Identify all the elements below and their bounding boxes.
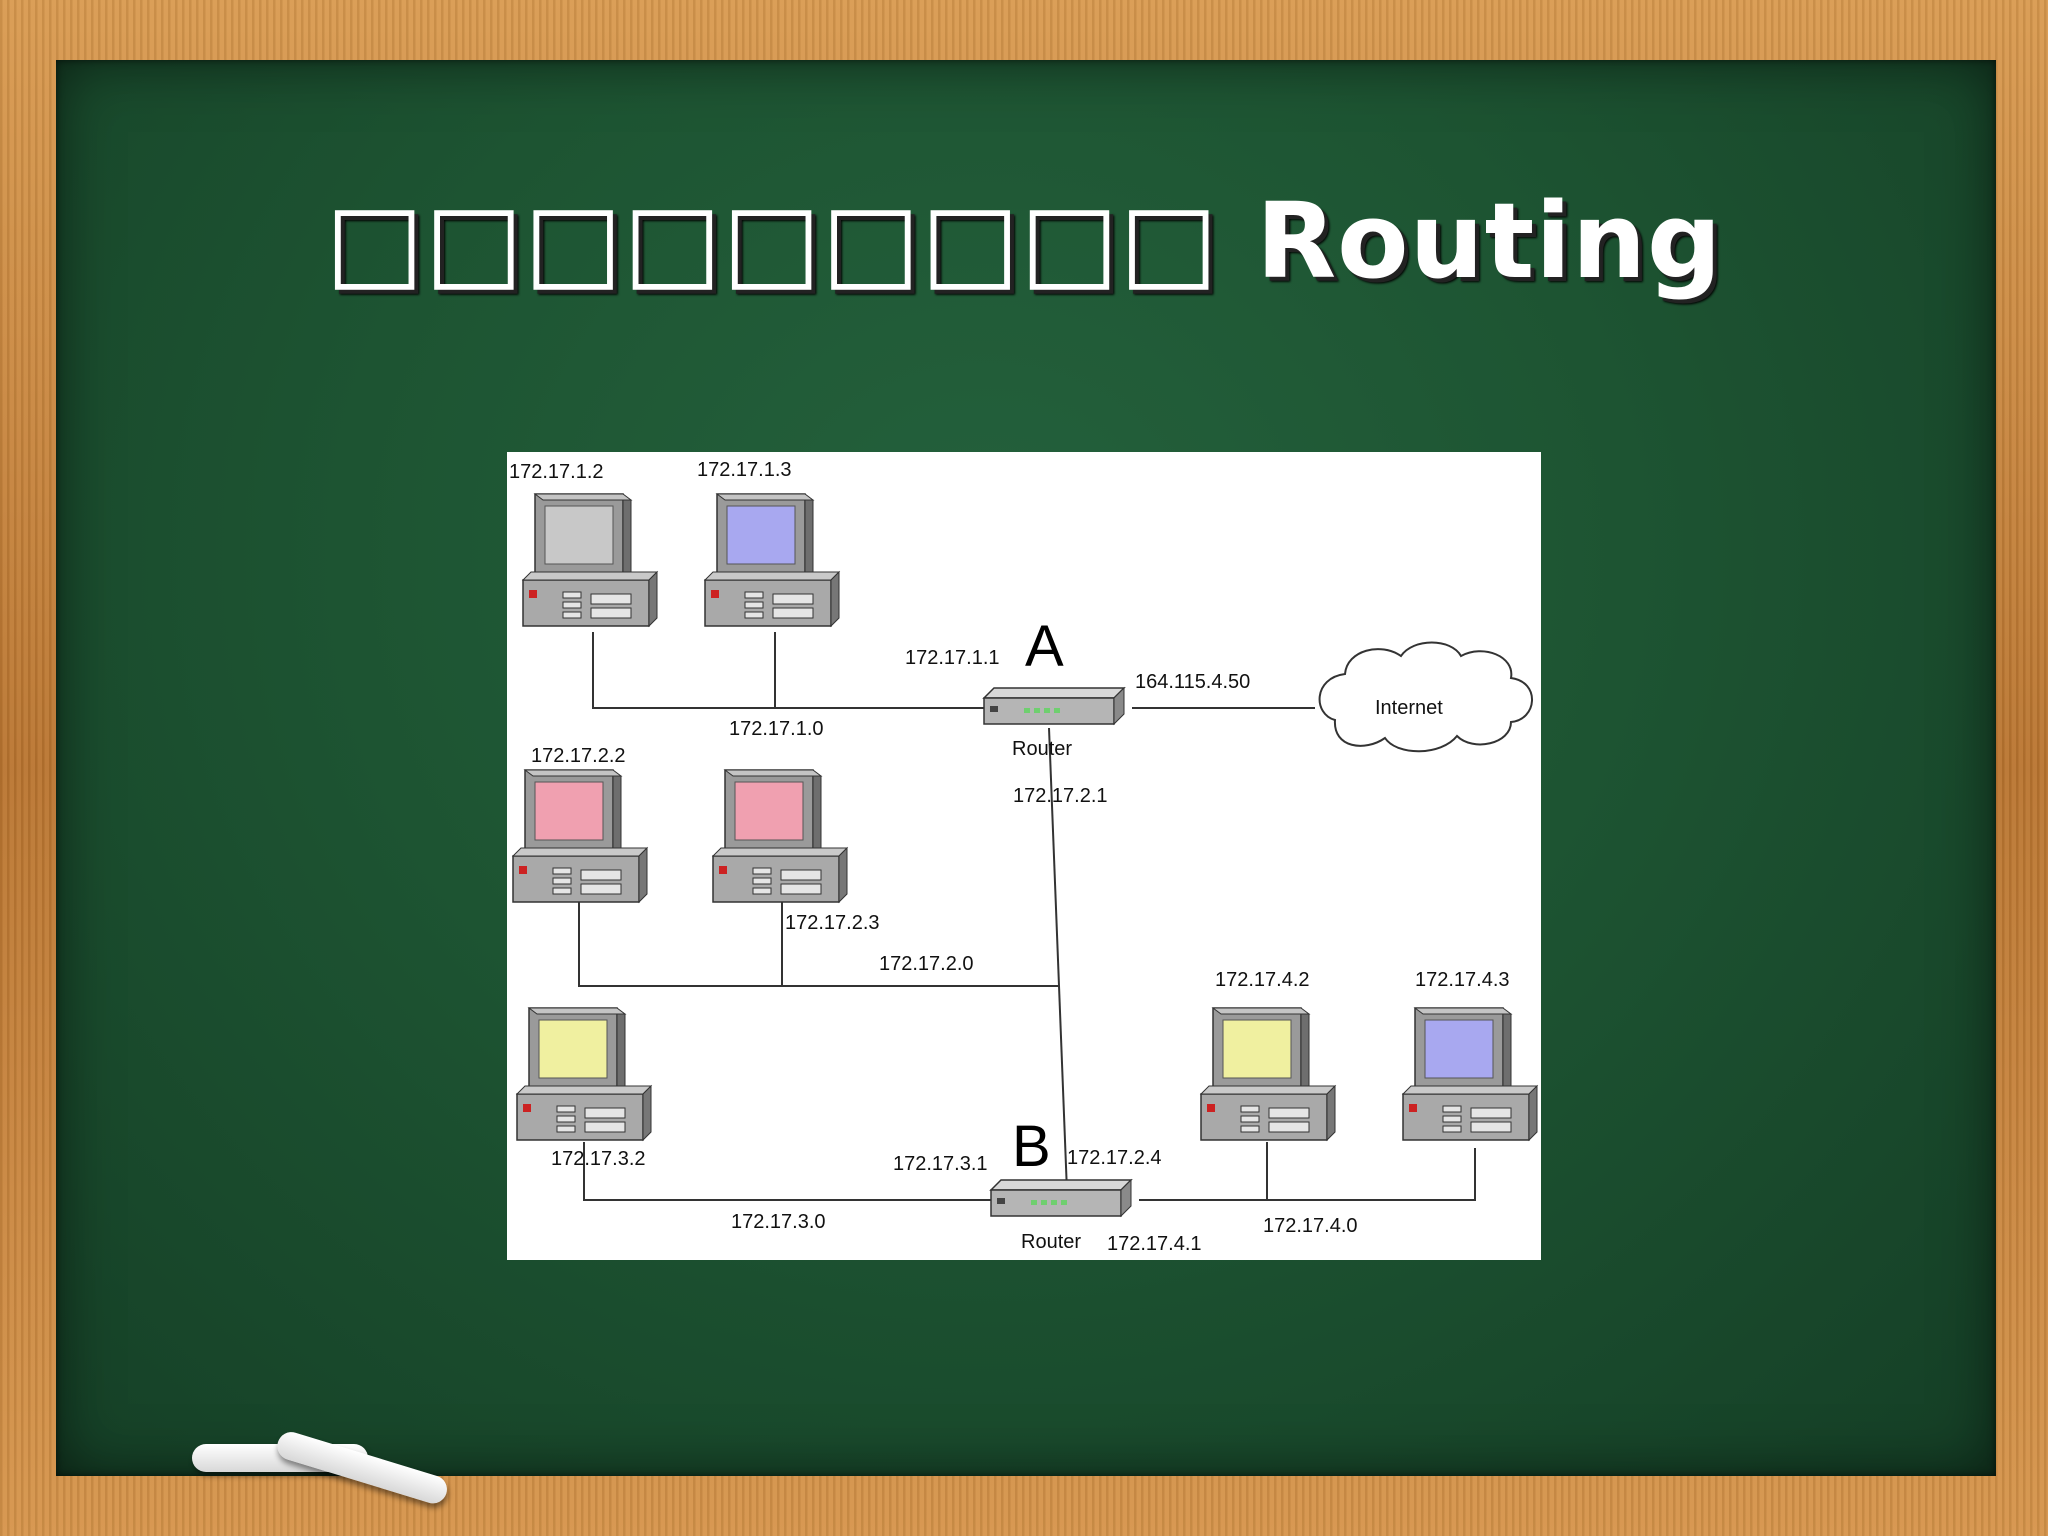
screen-gray bbox=[544, 505, 614, 565]
link-net-4 bbox=[1139, 1148, 1476, 1201]
ip-label: 172.17.2.2 bbox=[531, 745, 626, 767]
screen-yellow bbox=[538, 1019, 608, 1079]
link-net-1 bbox=[592, 632, 985, 709]
link-net-2 bbox=[578, 902, 1059, 987]
router-b-letter: B bbox=[1012, 1114, 1051, 1179]
ip-label: 172.17.1.1 bbox=[905, 647, 1000, 669]
ip-label: 172.17.1.3 bbox=[697, 459, 792, 481]
ip-label: 172.17.1.2 bbox=[509, 461, 604, 483]
pc-172-17-3-2 bbox=[516, 1007, 652, 1141]
ip-label: 172.17.3.1 bbox=[893, 1153, 988, 1175]
ip-label: 172.17.4.3 bbox=[1415, 969, 1510, 991]
ip-label: 172.17.1.0 bbox=[729, 718, 824, 740]
pc-172-17-1-2 bbox=[522, 493, 658, 627]
ip-label: 172.17.4.2 bbox=[1215, 969, 1310, 991]
router-a bbox=[983, 687, 1125, 725]
ip-label: 172.17.2.4 bbox=[1067, 1147, 1162, 1169]
ip-label: 172.17.2.3 bbox=[785, 912, 880, 934]
internet-cloud bbox=[1318, 641, 1533, 753]
screen-pink bbox=[534, 781, 604, 841]
ip-label: 172.17.2.1 bbox=[1013, 785, 1108, 807]
link-a-b bbox=[1048, 727, 1068, 1193]
ip-label: 172.17.3.0 bbox=[731, 1211, 826, 1233]
internet-label: Internet bbox=[1375, 697, 1443, 719]
slide-title: □□□□□□□□□ Routing bbox=[325, 180, 1723, 302]
ip-label: 172.17.3.2 bbox=[551, 1148, 646, 1170]
link-net-3 bbox=[583, 1142, 991, 1201]
network-diagram: Internet A Router B Router 172.17.1.2 17… bbox=[507, 452, 1541, 1260]
ip-label: 172.17.4.0 bbox=[1263, 1215, 1358, 1237]
screen-blue bbox=[726, 505, 796, 565]
ip-label: 172.17.4.1 bbox=[1107, 1233, 1202, 1255]
pc-172-17-1-3 bbox=[704, 493, 840, 627]
router-a-letter: A bbox=[1025, 614, 1064, 679]
network-links bbox=[578, 632, 1476, 1201]
pc-172-17-2-3 bbox=[712, 769, 848, 903]
ip-label: 164.115.4.50 bbox=[1135, 671, 1250, 693]
router-b bbox=[990, 1179, 1132, 1217]
pc-172-17-4-2 bbox=[1200, 1007, 1336, 1141]
pc-172-17-4-3 bbox=[1402, 1007, 1538, 1141]
ip-label: 172.17.2.0 bbox=[879, 953, 974, 975]
router-b-label: Router bbox=[1021, 1231, 1081, 1253]
router-a-label: Router bbox=[1012, 738, 1072, 760]
pc-172-17-2-2 bbox=[512, 769, 648, 903]
